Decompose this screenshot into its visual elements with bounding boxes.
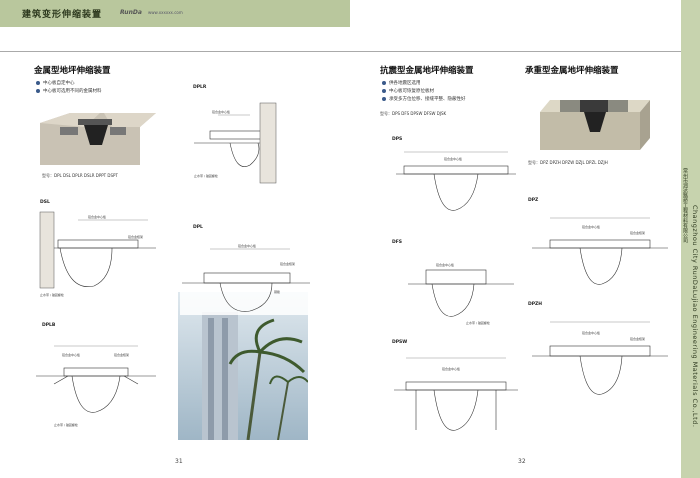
header-band: 建筑变形伸缩装置 RunDa www.xxxxxx.com bbox=[0, 0, 350, 27]
diagram-label: DPLR bbox=[193, 85, 207, 90]
section-title-metal: 金属型地坪伸缩装置 bbox=[34, 66, 111, 76]
page-number-left: 31 bbox=[175, 458, 183, 465]
svg-text:铝合金框架: 铝合金框架 bbox=[128, 234, 143, 239]
product-photo-metal bbox=[40, 113, 156, 165]
bullet-icon bbox=[382, 88, 386, 93]
bullet-icon bbox=[36, 88, 40, 93]
divider bbox=[350, 51, 692, 52]
svg-text:铝合金中心板: 铝合金中心板 bbox=[444, 156, 462, 161]
bullet-item: 中心板可恢复原位板材 bbox=[382, 88, 434, 94]
svg-text:止水带 / 锚固螺栓: 止水带 / 锚固螺栓 bbox=[466, 320, 490, 325]
brand-logo: RunDa bbox=[120, 9, 142, 16]
diagram-label: DPLB bbox=[42, 323, 56, 328]
svg-text:铝合金中心板: 铝合金中心板 bbox=[582, 224, 600, 229]
diagram-dfs: 铝合金中心板 止水带 / 锚固螺栓 bbox=[408, 262, 514, 325]
bullet-item: 供各地震区选用 bbox=[382, 80, 421, 86]
svg-text:铝合金中心板: 铝合金中心板 bbox=[582, 330, 600, 335]
diagram-dpzh: 铝合金中心板 铝合金框架 bbox=[532, 321, 668, 395]
diagram-dpz: 铝合金中心板 铝合金框架 bbox=[532, 217, 668, 285]
svg-text:铝合金中心板: 铝合金中心板 bbox=[88, 214, 106, 219]
diagram-label: DPSW bbox=[392, 340, 408, 345]
bullet-icon bbox=[382, 80, 386, 85]
svg-text:止水带 / 锚固螺栓: 止水带 / 锚固螺栓 bbox=[40, 292, 64, 297]
svg-text:铝合金中心板: 铝合金中心板 bbox=[442, 366, 460, 371]
page-number-right: 32 bbox=[518, 458, 526, 465]
diagram-dpsw: 铝合金中心板 bbox=[394, 357, 518, 431]
section-title-loadbearing: 承重型金属地坪伸缩装置 bbox=[525, 66, 619, 76]
diagram-label: DFS bbox=[392, 240, 403, 245]
bullet-icon bbox=[36, 80, 40, 85]
side-band bbox=[681, 0, 700, 478]
diagram-dplr: 铝合金中心板 止水带 / 锚固螺栓 bbox=[194, 102, 277, 184]
svg-text:铝合金中心板: 铝合金中心板 bbox=[62, 352, 80, 357]
model-list: 型号：DPZ DPZH DPZW DZJL DPZL DZJH bbox=[528, 160, 608, 165]
product-photo-heavy bbox=[540, 100, 650, 150]
svg-text:钢筋: 钢筋 bbox=[274, 289, 280, 294]
svg-text:止水带 / 锚固螺栓: 止水带 / 锚固螺栓 bbox=[194, 173, 218, 178]
svg-text:铝合金框架: 铝合金框架 bbox=[280, 261, 295, 266]
company-name-cn: 常州市润达路桥工程材料有限公司 bbox=[682, 168, 688, 243]
section-title-seismic: 抗震型金属地坪伸缩装置 bbox=[380, 66, 474, 76]
bullet-icon bbox=[382, 96, 386, 101]
diagram-dpl: 铝合金中心板 铝合金框架 钢筋 bbox=[180, 235, 312, 315]
svg-text:铝合金中心板: 铝合金中心板 bbox=[436, 262, 454, 267]
svg-text:止水带 / 锚固螺栓: 止水带 / 锚固螺栓 bbox=[54, 422, 78, 427]
diagram-label: DPZ bbox=[528, 198, 539, 203]
company-name-en: Changzhou City RunDaLujiao Engineering M… bbox=[691, 205, 699, 428]
svg-text:铝合金框架: 铝合金框架 bbox=[630, 336, 645, 341]
diagram-dplb: 铝合金中心板 铝合金框架 止水带 / 锚固螺栓 bbox=[36, 345, 156, 427]
bullet-item: 承受多方位位移、接缝平整、隐蔽性好 bbox=[382, 96, 466, 102]
svg-text:铝合金框架: 铝合金框架 bbox=[114, 352, 129, 357]
bullet-item: 中心板可选用不同的金属材料 bbox=[36, 88, 102, 94]
bullet-item: 中心板自定中心 bbox=[36, 80, 75, 86]
diagram-label: DPZH bbox=[528, 302, 543, 307]
model-list: 型号：DPL DSL DPLR DSLR DPPT DSPT bbox=[42, 173, 118, 178]
diagram-label: DPS bbox=[392, 137, 403, 142]
diagram-label: DSL bbox=[40, 200, 50, 205]
divider bbox=[0, 51, 350, 52]
building-photo bbox=[178, 292, 308, 440]
svg-text:铝合金中心板: 铝合金中心板 bbox=[212, 109, 230, 114]
header-title: 建筑变形伸缩装置 bbox=[22, 10, 103, 20]
right-page: 抗震型金属地坪伸缩装置 供各地震区选用 中心板可恢复原位板材 承受多方位位移、接… bbox=[350, 0, 700, 478]
header-url: www.xxxxxx.com bbox=[148, 10, 183, 15]
left-page: 建筑变形伸缩装置 RunDa www.xxxxxx.com 金属型地坪伸缩装置 … bbox=[0, 0, 350, 465]
diagram-label: DPL bbox=[193, 225, 203, 230]
model-list: 型号：DPS DFS DPSW DFSW DJSK bbox=[380, 111, 447, 116]
diagram-dps: 铝合金中心板 bbox=[396, 151, 516, 211]
svg-text:铝合金中心板: 铝合金中心板 bbox=[238, 243, 256, 248]
svg-text:铝合金框架: 铝合金框架 bbox=[630, 230, 645, 235]
diagram-dsl: 铝合金中心板 铝合金框架 止水带 / 锚固螺栓 bbox=[39, 211, 156, 297]
